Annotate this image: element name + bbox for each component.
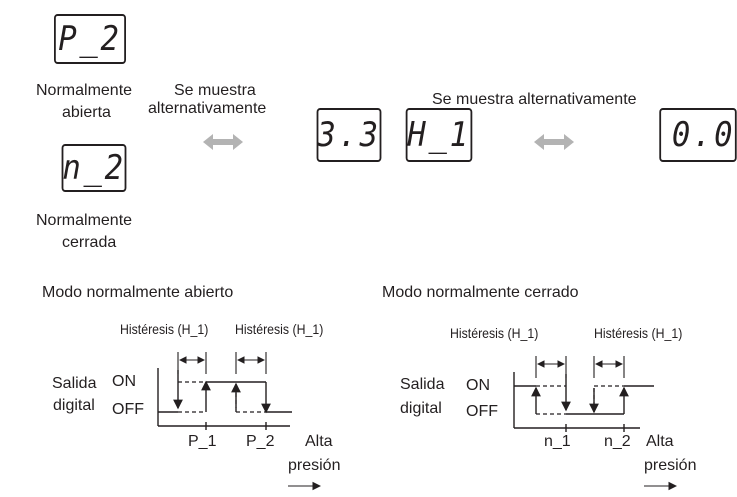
hysteresis-bracket-open — [177, 352, 267, 374]
label-alternate-left-2: alternativamente — [148, 100, 267, 117]
tick-label-p1: P_1 — [188, 433, 217, 450]
hysteresis-bracket-closed — [535, 356, 625, 378]
off-label-closed: OFF — [466, 403, 498, 420]
off-label-open: OFF — [112, 401, 144, 418]
axis-label-1-open: Alta — [305, 433, 333, 450]
diagram-open-dashed — [178, 381, 266, 413]
display-p2: P_2 — [54, 14, 126, 64]
tick-label-n2: n_2 — [604, 433, 631, 450]
title-normally-open: Modo normalmente abierto — [42, 284, 234, 301]
tick-label-n1: n_1 — [544, 433, 571, 450]
on-label-open: ON — [112, 373, 136, 390]
axis-label-2-open: presión — [288, 457, 341, 474]
diagram-closed-lines — [513, 372, 654, 432]
diagram-graphics — [157, 134, 678, 491]
hyst-right-closed: Histéresis (H_1) — [594, 325, 683, 341]
swap-arrow-left-icon — [203, 134, 243, 150]
label-normally-closed-2: cerrada — [62, 234, 117, 251]
display-right-partial: 0.0 — [659, 108, 737, 162]
label-normally-closed-1: Normalmente — [36, 212, 133, 229]
axis-label-1-closed: Alta — [646, 433, 674, 450]
label-normally-open-2: abierta — [62, 104, 111, 121]
hyst-left-open: Histéresis (H_1) — [120, 321, 209, 337]
hyst-right-open: Histéresis (H_1) — [235, 321, 324, 337]
output-label-2-open: digital — [53, 397, 95, 414]
swap-arrow-right-icon — [534, 134, 574, 150]
axis-label-2-closed: presión — [644, 457, 697, 474]
display-h1: H_1 — [405, 108, 473, 162]
label-alternate-left-1: Se muestra — [174, 82, 256, 99]
diagram-closed-dashed — [536, 385, 624, 415]
output-label-1-closed: Salida — [400, 376, 445, 393]
title-normally-closed: Modo normalmente cerrado — [382, 284, 579, 301]
on-label-closed: ON — [466, 377, 490, 394]
display-n2: n_2 — [61, 144, 127, 192]
label-normally-open-1: Normalmente — [36, 82, 133, 99]
tick-label-p2: P_2 — [246, 433, 275, 450]
output-label-1-open: Salida — [52, 375, 97, 392]
label-alternate-right: Se muestra alternativamente — [432, 91, 637, 108]
output-label-2-closed: digital — [400, 400, 442, 417]
hyst-left-closed: Histéresis (H_1) — [450, 325, 539, 341]
diagram-open-lines — [157, 368, 292, 430]
display-value: 3.3 — [316, 108, 382, 162]
